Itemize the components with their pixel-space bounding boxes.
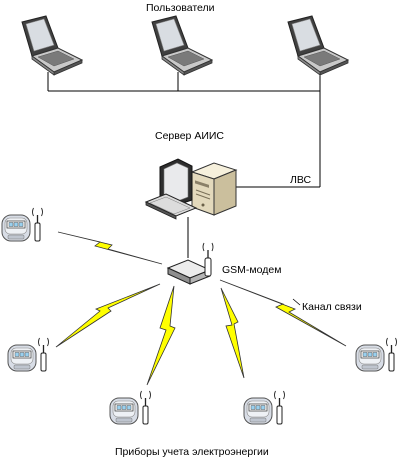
meters-label: Приборы учета электроэнергии bbox=[115, 446, 269, 458]
server-icon bbox=[144, 158, 238, 220]
meter-icon bbox=[355, 337, 398, 372]
lightning-icon bbox=[220, 287, 245, 379]
lightning-icon bbox=[219, 279, 347, 347]
server-label: Сервер АИИС bbox=[155, 130, 224, 142]
lightning-icon bbox=[55, 283, 161, 348]
users-label: Пользователи bbox=[146, 2, 215, 14]
lightning-icon bbox=[57, 231, 163, 265]
wireless-links bbox=[55, 231, 347, 386]
lightning-icon bbox=[226, 282, 330, 366]
meter-icon bbox=[109, 390, 152, 425]
gsm-modem-icon bbox=[166, 242, 214, 285]
laptop-icon bbox=[287, 15, 349, 76]
meter-icon bbox=[243, 390, 286, 425]
laptop-icon bbox=[151, 15, 213, 76]
meter-icon bbox=[7, 337, 50, 372]
laptop-icon bbox=[21, 15, 83, 76]
channel-label: Канал связи bbox=[302, 301, 362, 313]
lan-label: ЛВС bbox=[290, 174, 312, 186]
meter-icon bbox=[1, 207, 44, 242]
channel-leader-line bbox=[292, 298, 301, 306]
modem-label: GSM-модем bbox=[222, 264, 282, 276]
lightning-icon bbox=[146, 285, 176, 386]
